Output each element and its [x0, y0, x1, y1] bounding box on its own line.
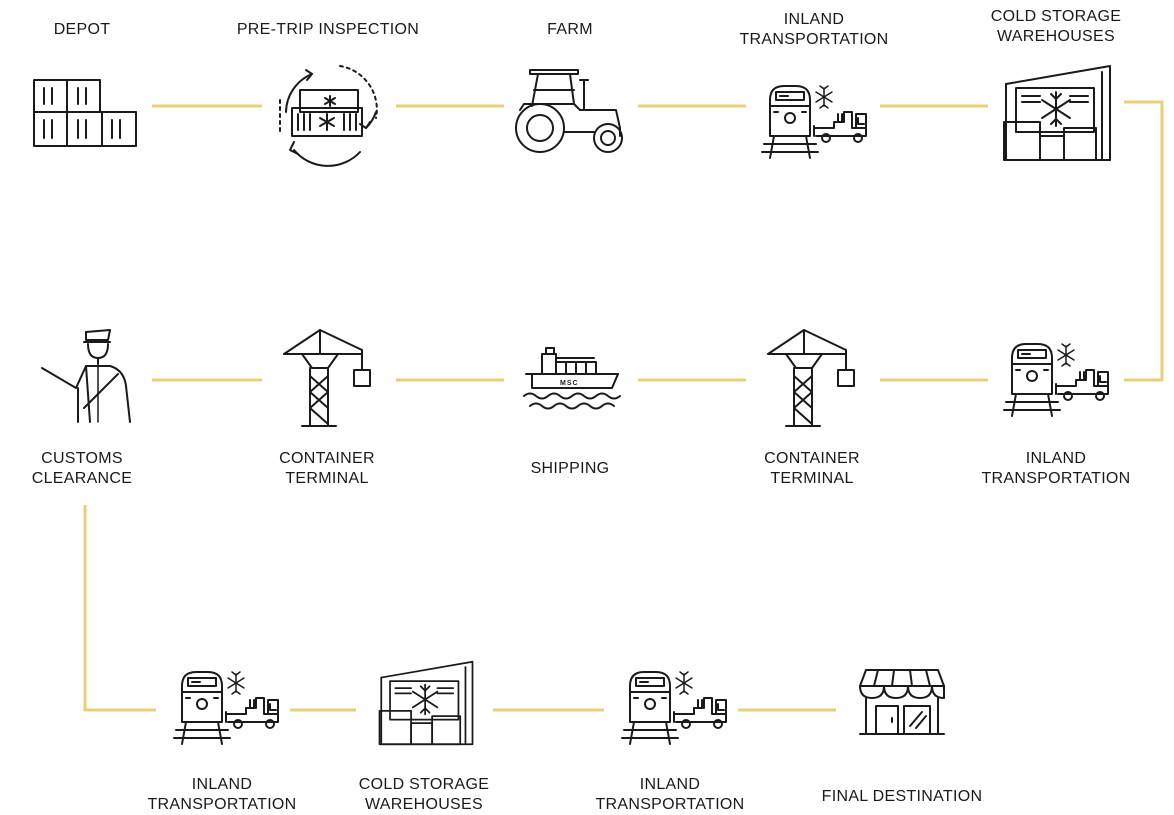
containers-icon	[32, 78, 138, 150]
label-pretrip-inspection: PRE-TRIP INSPECTION	[236, 21, 420, 38]
crane-icon	[766, 328, 862, 428]
inspection-cycle-icon	[272, 60, 384, 167]
label-inland-transportation-4: INLAND TRANSPORTATION	[595, 776, 745, 813]
label-cold-storage-2: COLD STORAGE WAREHOUSES	[358, 776, 490, 813]
label-inland-transportation-1: INLAND TRANSPORTATION	[739, 11, 889, 48]
tractor-icon	[512, 66, 630, 156]
label-inland-transportation-2: INLAND TRANSPORTATION	[981, 450, 1131, 487]
label-cold-storage-1: COLD STORAGE WAREHOUSES	[990, 8, 1122, 45]
label-container-terminal-2: CONTAINER TERMINAL	[764, 450, 860, 487]
ship-hull-text: MSC	[560, 380, 579, 387]
label-depot: DEPOT	[53, 21, 111, 38]
cold-storage-warehouse-icon	[376, 660, 476, 746]
label-farm: FARM	[547, 21, 593, 38]
label-customs-clearance: CUSTOMS CLEARANCE	[31, 450, 133, 487]
connector-customs-inland3	[83, 505, 156, 712]
train-icon	[1002, 340, 1114, 418]
label-shipping: SHIPPING	[530, 460, 610, 477]
train-icon	[620, 668, 732, 746]
crane-icon	[282, 328, 378, 428]
cold-storage-warehouse-icon	[1000, 64, 1114, 162]
connector-cold1-inland2	[1124, 100, 1164, 382]
label-inland-transportation-3: INLAND TRANSPORTATION	[147, 776, 297, 813]
train-icon	[760, 82, 872, 160]
ship-icon: MSC	[522, 344, 621, 414]
customs-officer-icon	[38, 326, 136, 426]
label-final-destination: FINAL DESTINATION	[821, 788, 983, 805]
storefront-icon	[858, 666, 946, 738]
label-container-terminal-1: CONTAINER TERMINAL	[279, 450, 375, 487]
train-icon	[172, 668, 284, 746]
